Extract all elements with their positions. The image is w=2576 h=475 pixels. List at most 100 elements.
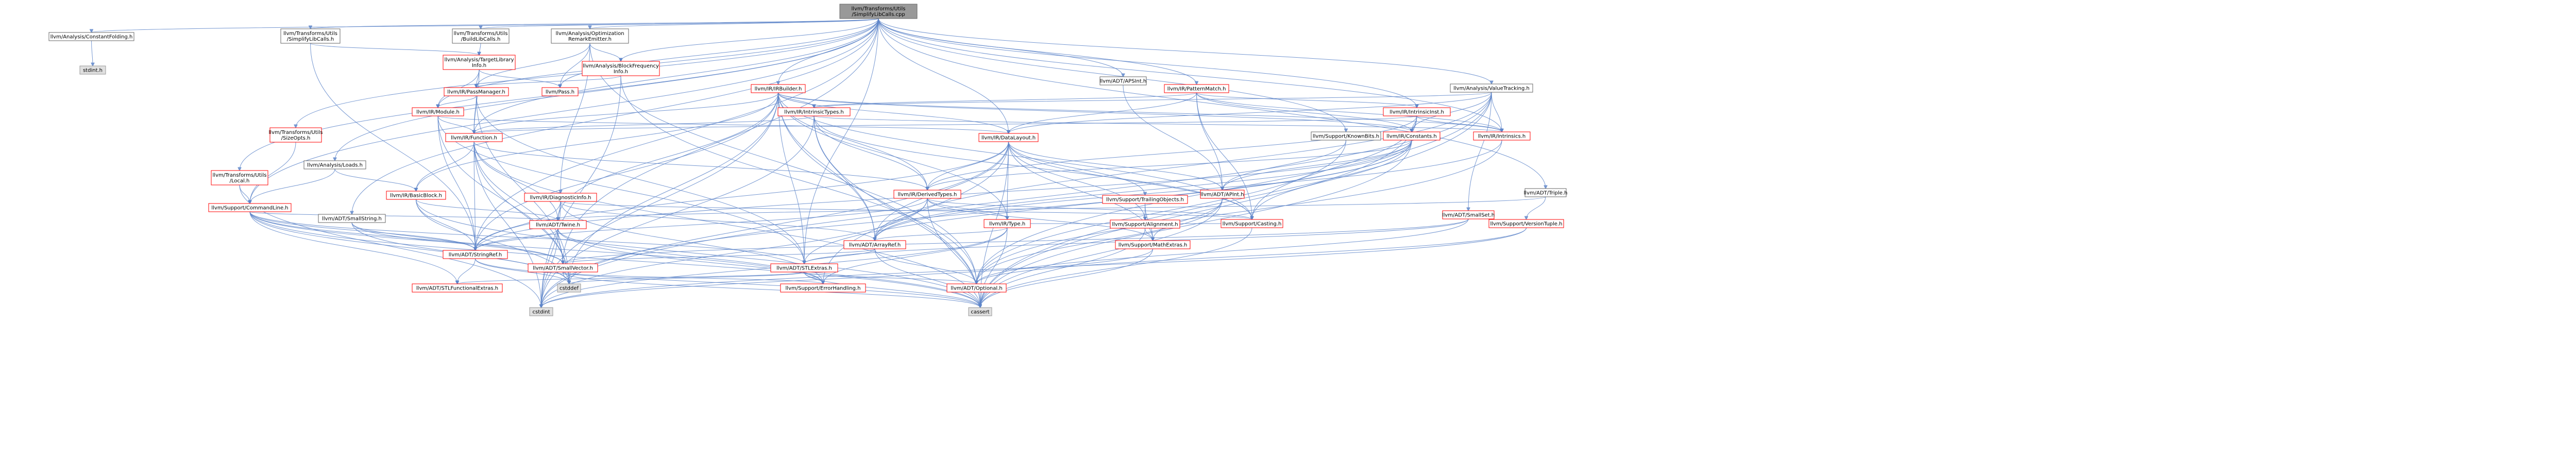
node-irtype[interactable]: llvm/IR/Type.h xyxy=(984,219,1031,228)
node-label: /SimplifyLibCalls.h xyxy=(287,37,334,42)
edge-function-to-stringref xyxy=(474,141,476,250)
edge-irbuilder-to-intrinsics xyxy=(778,92,1502,132)
node-diaginfo[interactable]: llvm/IR/DiagnosticInfo.h xyxy=(524,193,597,202)
node-label: llvm/Support/Alignment.h xyxy=(1112,222,1178,228)
node-box xyxy=(780,283,866,293)
edge-valuetracking-to-smallset xyxy=(1468,92,1492,211)
node-intrinsictypes[interactable]: llvm/IR/IntrinsicTypes.h xyxy=(777,107,851,116)
node-patternmatch[interactable]: llvm/IR/PatternMatch.h xyxy=(1164,84,1229,93)
node-box xyxy=(777,107,851,116)
edge-passmanager-to-module xyxy=(438,95,477,108)
node-label: llvm/Support/VersionTuple.h xyxy=(1490,222,1563,227)
edge-valuetracking-to-optional xyxy=(977,92,1492,284)
edge-irbuilder-to-function xyxy=(474,92,778,133)
dependency-edges xyxy=(92,18,1546,308)
node-constants[interactable]: llvm/IR/Constants.h xyxy=(1383,131,1440,141)
node-box xyxy=(208,203,292,212)
node-adtapfloat[interactable]: llvm/ADT/APSInt.h xyxy=(1099,76,1147,86)
node-sizeopts[interactable]: llvm/Transforms/Utils/SizeOpts.h xyxy=(269,127,323,143)
edge-casting-to-cassert xyxy=(980,227,1252,308)
node-casting[interactable]: llvm/Support/Casting.h xyxy=(1221,219,1283,228)
node-pass[interactable]: llvm/Pass.h xyxy=(541,87,579,96)
node-box xyxy=(1442,210,1495,219)
edge-root-to-blockfreq xyxy=(621,18,879,61)
node-label: llvm/ADT/Twine.h xyxy=(536,223,580,228)
node-label: /SimplifyLibCalls.cpp xyxy=(852,12,905,18)
node-basicblock[interactable]: llvm/IR/BasicBlock.h xyxy=(386,191,446,200)
node-tulocal[interactable]: llvm/Transforms/Utils/Local.h xyxy=(211,170,268,185)
edge-irbuilder-to-constants xyxy=(778,92,1412,132)
node-versiontuple[interactable]: llvm/Support/VersionTuple.h xyxy=(1488,219,1564,228)
edge-cmdline-to-cassert xyxy=(249,211,980,308)
node-constfold[interactable]: llvm/Analysis/ConstantFolding.h xyxy=(48,32,134,41)
edge-intrinsictypes-to-arrayref xyxy=(814,115,875,241)
node-knownbits[interactable]: llvm/Support/KnownBits.h xyxy=(1311,131,1381,141)
node-box xyxy=(318,214,386,223)
node-smallstring[interactable]: llvm/ADT/SmallString.h xyxy=(318,214,386,223)
edge-blockfreq-to-passmanager xyxy=(477,75,621,88)
node-buildlibcalls[interactable]: llvm/Transforms/Utils/BuildLibCalls.h xyxy=(452,28,510,44)
edge-passmanager-to-stlextras xyxy=(476,95,805,264)
node-label: RemarkEmitter.h xyxy=(568,37,612,42)
node-datalayout[interactable]: llvm/IR/DataLayout.h xyxy=(978,133,1039,142)
node-label: llvm/Transforms/Utils xyxy=(283,31,337,37)
node-trailingobj[interactable]: llvm/Support/TrailingObjects.h xyxy=(1102,195,1188,204)
edge-constants-to-arrayref xyxy=(875,140,1412,241)
node-stringref[interactable]: llvm/ADT/StringRef.h xyxy=(443,250,508,259)
node-module[interactable]: llvm/IR/Module.h xyxy=(412,107,464,116)
edge-versiontuple-to-optional xyxy=(977,227,1527,284)
node-label: llvm/IR/PassManager.h xyxy=(447,90,505,95)
node-label: llvm/ADT/Triple.h xyxy=(1524,191,1568,196)
edge-tulocal-to-cmdline xyxy=(239,184,250,203)
node-passmanager[interactable]: llvm/IR/PassManager.h xyxy=(444,87,509,96)
node-errhandling[interactable]: llvm/Support/ErrorHandling.h xyxy=(780,283,866,293)
node-label: llvm/Analysis/BlockFrequency xyxy=(583,63,659,69)
node-optremark[interactable]: llvm/Analysis/OptimizationRemarkEmitter.… xyxy=(551,28,629,44)
edge-intrinsictypes-to-casting xyxy=(814,115,1252,219)
edge-patternmatch-to-constants xyxy=(1196,92,1412,132)
node-box xyxy=(893,190,961,199)
node-smallset[interactable]: llvm/ADT/SmallSet.h xyxy=(1442,210,1495,219)
edge-function-to-derivedtypes xyxy=(473,141,927,190)
node-label: llvm/Analysis/Loads.h xyxy=(307,163,363,168)
edge-smallstring-to-smallvector xyxy=(351,222,563,264)
edge-cmdline-to-cstddef xyxy=(249,211,569,284)
edge-intrinsics-to-arrayref xyxy=(875,140,1502,241)
node-simplifylibcalls_h[interactable]: llvm/Transforms/Utils/SimplifyLibCalls.h xyxy=(280,28,341,44)
node-intrinsics[interactable]: llvm/IR/Intrinsics.h xyxy=(1473,131,1531,141)
edge-simplifylibcalls_h-to-targetlib xyxy=(310,43,480,55)
node-label: llvm/ADT/ArrayRef.h xyxy=(849,243,901,248)
node-label: llvm/Transforms/Utils xyxy=(852,6,906,12)
node-irbuilder[interactable]: llvm/IR/IRBuilder.h xyxy=(751,84,806,93)
edge-cmdline-to-stlfunc xyxy=(249,211,457,284)
node-alignment[interactable]: llvm/Support/Alignment.h xyxy=(1110,219,1180,229)
node-function[interactable]: llvm/IR/Function.h xyxy=(445,133,503,142)
node-valuetracking[interactable]: llvm/Analysis/ValueTracking.h xyxy=(1450,83,1533,93)
node-label: llvm/Support/KnownBits.h xyxy=(1313,134,1379,140)
node-label: llvm/IR/Intrinsics.h xyxy=(1478,134,1526,140)
node-stlfunc[interactable]: llvm/ADT/STLFunctionalExtras.h xyxy=(412,283,503,293)
node-smallvector[interactable]: llvm/ADT/SmallVector.h xyxy=(528,263,598,273)
edge-constants-to-derivedtypes xyxy=(927,140,1412,190)
node-box xyxy=(443,250,508,259)
node-optional[interactable]: llvm/ADT/Optional.h xyxy=(946,283,1007,293)
node-arrayref[interactable]: llvm/ADT/ArrayRef.h xyxy=(843,240,906,249)
node-apint[interactable]: llvm/ADT/APInt.h xyxy=(1200,190,1245,199)
node-derivedtypes[interactable]: llvm/IR/DerivedTypes.h xyxy=(893,190,961,199)
node-mathextras[interactable]: llvm/Support/MathExtras.h xyxy=(1115,240,1191,249)
node-root[interactable]: llvm/Transforms/Utils/SimplifyLibCalls.c… xyxy=(839,4,918,19)
node-intrinsicinst[interactable]: llvm/IR/IntrinsicInst.h xyxy=(1383,107,1451,116)
edge-arrayref-to-cassert xyxy=(874,248,980,308)
edge-loads-to-basicblock xyxy=(334,168,416,191)
node-twine[interactable]: llvm/ADT/Twine.h xyxy=(529,220,587,229)
node-cmdline[interactable]: llvm/Support/CommandLine.h xyxy=(208,203,292,212)
edge-irbuilder-to-stlextras xyxy=(778,92,805,264)
node-loads[interactable]: llvm/Analysis/Loads.h xyxy=(303,160,366,169)
node-triple[interactable]: llvm/ADT/Triple.h xyxy=(1524,188,1568,197)
node-box xyxy=(1488,219,1564,228)
node-label: cstdint xyxy=(532,310,550,315)
node-stlextras[interactable]: llvm/ADT/STLExtras.h xyxy=(770,263,838,273)
edge-intrinsicinst-to-intrinsics xyxy=(1416,115,1502,132)
